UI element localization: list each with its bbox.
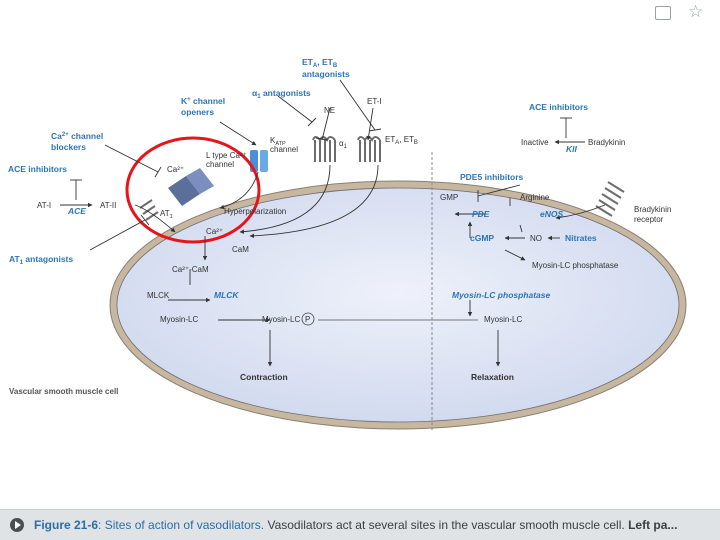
ca-cam-label: Ca²⁺-CaM xyxy=(172,265,209,274)
comment-icon[interactable] xyxy=(655,6,671,20)
caption-bar: Figure 21-6: Sites of action of vasodila… xyxy=(0,509,720,540)
et-receptor-label: ETA, ETB xyxy=(385,135,418,146)
myosin-lc-phosphatase-plain-label: Myosin-LC phosphatase xyxy=(532,261,619,270)
katp-label-2: channel xyxy=(270,145,298,154)
at1-receptor-label: AT1 xyxy=(160,209,173,220)
cell-body xyxy=(116,187,680,423)
ace-inhibitors-left-label: ACE inhibitors xyxy=(8,164,67,174)
relaxation-label: Relaxation xyxy=(471,372,514,382)
ca-channel-label: Ca²⁺ xyxy=(167,165,184,174)
mlck-plain-label: MLCK xyxy=(147,291,170,300)
at1-antagonists-label: AT1 antagonists xyxy=(9,254,73,266)
at1-left-label: AT-I xyxy=(37,201,51,210)
arrows xyxy=(60,79,606,367)
caption-bold-tail: Left pa... xyxy=(628,518,678,532)
l-type-label: L type Ca²⁺ xyxy=(206,151,247,160)
k-openers-label-2: openers xyxy=(181,107,214,117)
highlight-circle xyxy=(125,136,261,244)
at2-label: AT-II xyxy=(100,201,116,210)
et1-label: ET-I xyxy=(367,97,382,106)
pde-label: PDE xyxy=(472,209,490,219)
mlck-italic-label: MLCK xyxy=(214,290,239,300)
bradykinin-receptor-label: Bradykinin xyxy=(634,205,671,214)
play-icon[interactable] xyxy=(10,518,24,532)
bradykinin-receptor-label-2: receptor xyxy=(634,215,664,224)
caption-text: Figure 21-6: Sites of action of vasodila… xyxy=(34,518,677,532)
cell-label: Vascular smooth muscle cell xyxy=(9,387,118,396)
phospho-label: P xyxy=(305,315,310,324)
myosin-lc-3-label: Myosin-LC xyxy=(484,315,522,324)
star-icon[interactable]: ☆ xyxy=(688,2,704,22)
k-openers-label: K+ channel xyxy=(181,96,225,106)
hyperpolarization-label: Hyperpolarization xyxy=(224,207,286,216)
et-antagonists-label: ETA, ETB xyxy=(302,57,338,69)
katp-label: KATP xyxy=(270,136,286,147)
figure-number[interactable]: Figure 21-6 xyxy=(34,518,99,532)
cam-label: CaM xyxy=(232,245,249,254)
arginine-label: Arginine xyxy=(520,193,550,202)
phospho-circle xyxy=(301,312,315,326)
bradykinin-label: Bradykinin xyxy=(588,138,625,147)
no-label: NO xyxy=(530,234,542,243)
figure-title: : Sites of action of vasodilators. xyxy=(98,518,265,532)
alpha-antagonists-label: α1 antagonists xyxy=(252,88,311,100)
bradykinin-receptor-shape xyxy=(595,181,625,217)
enos-label: eNOS xyxy=(540,209,563,219)
ace-inhibitors-right-label: ACE inhibitors xyxy=(529,102,588,112)
myosin-lc-2-label: Myosin-LC xyxy=(262,315,300,324)
myosin-lc-phosphatase-italic-label: Myosin-LC phosphatase xyxy=(452,290,551,300)
at1-receptor-shape xyxy=(139,199,159,221)
contraction-label: Contraction xyxy=(240,372,288,382)
caption-body: Vasodilators act at several sites in the… xyxy=(264,518,629,532)
ace-left-label: ACE xyxy=(67,206,86,216)
et-antagonists-label-2: antagonists xyxy=(302,69,350,79)
ca-inside-label: Ca²⁺ xyxy=(206,227,223,236)
inactive-label: Inactive xyxy=(521,138,549,147)
ca-blockers-label-2: blockers xyxy=(51,142,86,152)
et-receptor xyxy=(357,136,381,162)
ne-label: NE xyxy=(324,106,335,115)
ca-blockers-label: Ca2+ channel xyxy=(51,131,103,141)
play-triangle xyxy=(15,521,21,529)
myosin-lc-1-label: Myosin-LC xyxy=(160,315,198,324)
kii-label: KII xyxy=(566,144,578,154)
pde5-inhibitors-label: PDE5 inhibitors xyxy=(460,172,524,182)
alpha1-receptor xyxy=(312,136,336,162)
cgmp-label: cGMP xyxy=(470,233,494,243)
l-type-ca-channel-shape xyxy=(168,168,214,206)
nitrates-label: Nitrates xyxy=(565,233,597,243)
gmp-label: GMP xyxy=(440,193,458,202)
alpha1-receptor-label: α1 xyxy=(339,139,348,150)
l-type-label-2: channel xyxy=(206,160,234,169)
